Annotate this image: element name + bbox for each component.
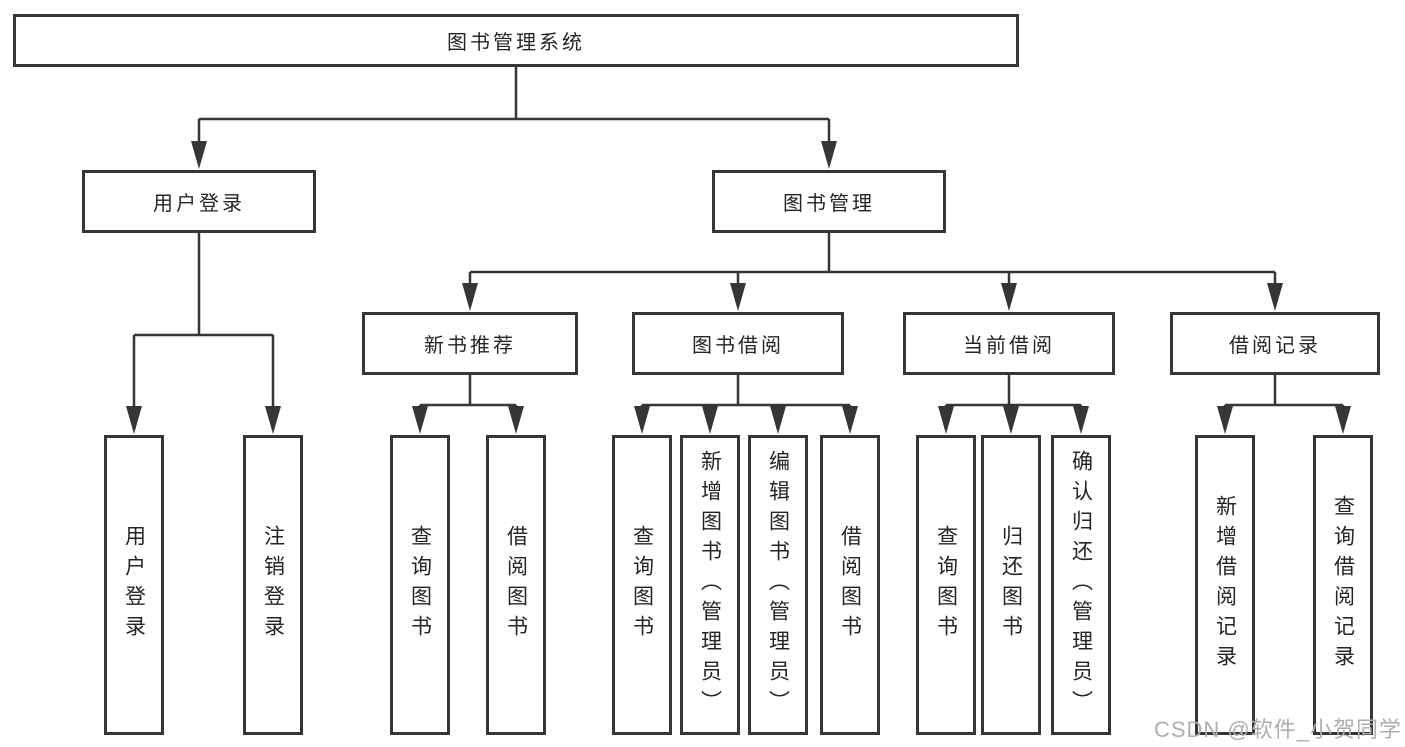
connector-root-branches	[197, 67, 831, 145]
leaf-query-book-current: 查询图书	[916, 435, 976, 735]
leaf-logout: 注销登录	[243, 435, 303, 735]
arrowhead	[1217, 406, 1233, 434]
arrowhead	[770, 406, 786, 434]
arrowhead	[938, 406, 954, 434]
leaf-confirm-return-admin: 确认归还（管理员）	[1051, 435, 1111, 735]
connector-book-mgmt-groups	[468, 233, 1277, 287]
arrowhead	[508, 406, 524, 434]
arrowhead	[821, 141, 837, 169]
arrowhead	[730, 283, 746, 311]
leaf-query-book-borrow: 查询图书	[612, 435, 672, 735]
arrowhead	[1003, 406, 1019, 434]
group-current-borrow: 当前借阅	[903, 312, 1115, 375]
leaf-borrow-book: 借阅图书	[820, 435, 880, 735]
leaf-return-book: 归还图书	[981, 435, 1041, 735]
leaf-borrow-book-recommend: 借阅图书	[486, 435, 546, 735]
leaf-query-book-recommend: 查询图书	[390, 435, 450, 735]
root-node-library-system: 图书管理系统	[13, 14, 1019, 67]
branch-user-login: 用户登录	[82, 170, 316, 233]
connector-borrow-record-leaves	[1223, 375, 1345, 409]
arrowhead	[1001, 283, 1017, 311]
arrowhead	[634, 406, 650, 434]
group-borrow-record: 借阅记录	[1170, 312, 1380, 375]
arrowhead	[702, 406, 718, 434]
arrowhead	[1335, 406, 1351, 434]
arrowhead	[126, 406, 142, 434]
connector-current-borrow-leaves	[944, 375, 1083, 409]
arrowhead	[462, 283, 478, 311]
arrowhead	[1267, 283, 1283, 311]
connector-book-borrow-leaves	[640, 375, 852, 409]
arrowhead	[265, 406, 281, 434]
leaf-user-login: 用户登录	[104, 435, 164, 735]
branch-book-management: 图书管理	[712, 170, 946, 233]
leaf-edit-book-admin: 编辑图书（管理员）	[748, 435, 808, 735]
group-new-book-recommend: 新书推荐	[362, 312, 578, 375]
connector-new-book-leaves	[418, 375, 518, 409]
arrowhead	[1073, 406, 1089, 434]
connector-user-login-leaves	[132, 233, 275, 410]
leaf-add-book-admin: 新增图书（管理员）	[680, 435, 740, 735]
group-book-borrow: 图书借阅	[632, 312, 844, 375]
arrowhead	[191, 141, 207, 169]
arrowhead	[412, 406, 428, 434]
leaf-query-borrow-record: 查询借阅记录	[1313, 435, 1373, 735]
leaf-add-borrow-record: 新增借阅记录	[1195, 435, 1255, 735]
arrowhead	[842, 406, 858, 434]
